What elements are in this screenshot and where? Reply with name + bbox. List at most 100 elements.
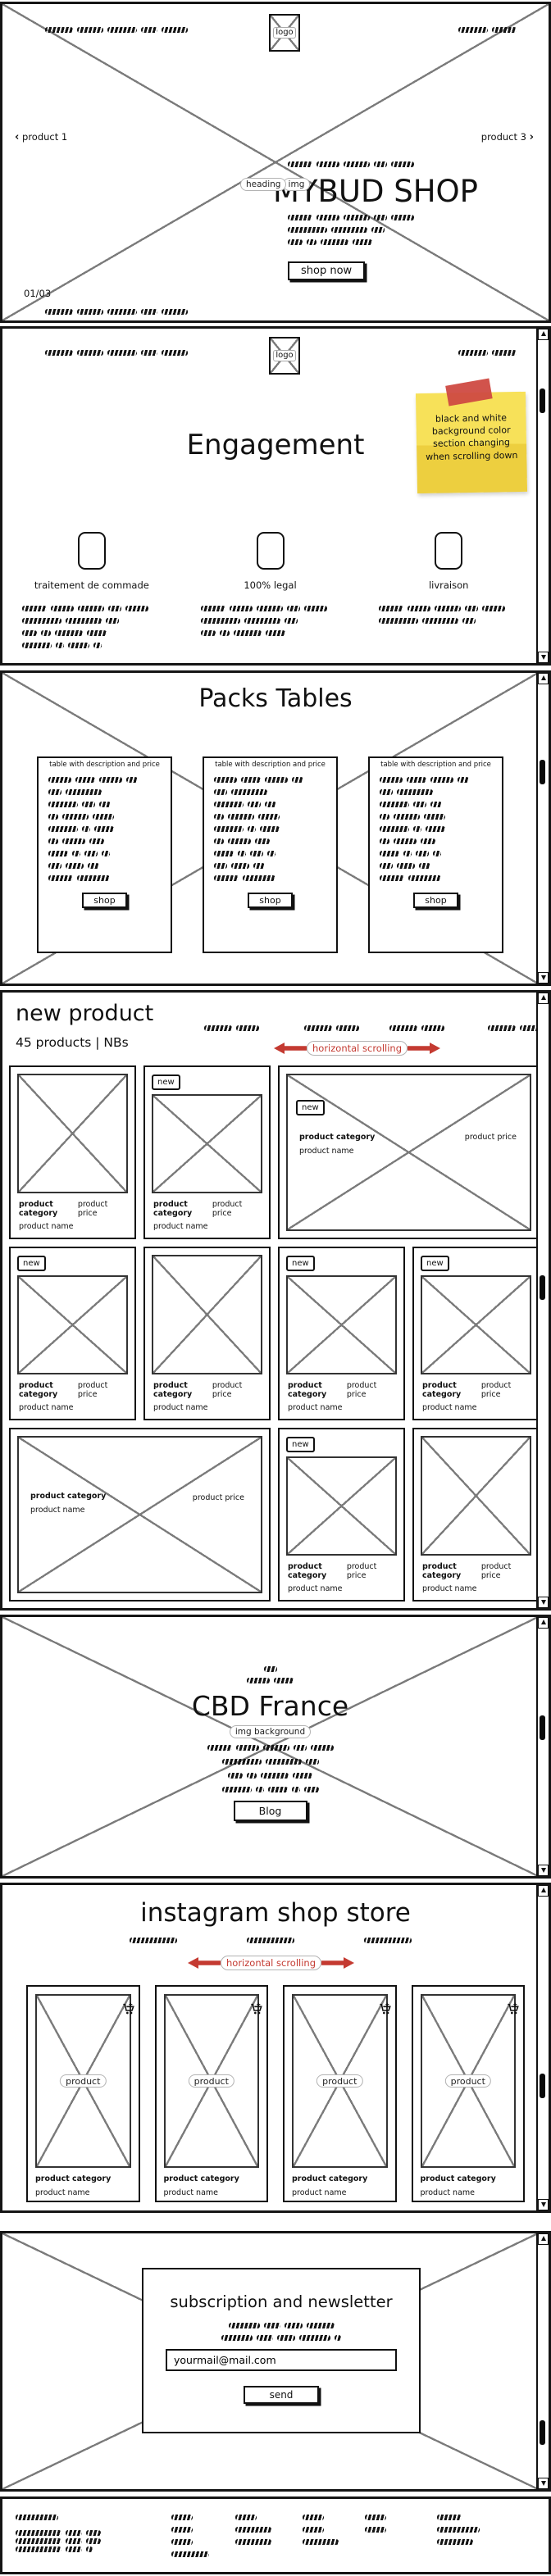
product-name: product name bbox=[19, 1222, 74, 1231]
hero-image-placeholder bbox=[2, 4, 549, 320]
hero-body-scribble bbox=[288, 215, 493, 245]
product-category: product category bbox=[288, 1381, 327, 1399]
instagram-card[interactable]: product product category product name bbox=[411, 1985, 525, 2202]
shop-now-button[interactable]: shop now bbox=[288, 261, 366, 280]
scrollbar-thumb[interactable] bbox=[540, 1275, 545, 1301]
scroll-up-icon[interactable] bbox=[538, 2233, 549, 2245]
product-name: product name bbox=[420, 2188, 476, 2197]
scroll-up-icon[interactable] bbox=[538, 1885, 549, 1897]
instagram-grid: product product category product name pr… bbox=[26, 1985, 525, 2202]
product-category: product category bbox=[288, 1562, 327, 1580]
scroll-down-icon[interactable] bbox=[538, 1865, 549, 1876]
footer-links-column[interactable] bbox=[171, 2515, 221, 2572]
shop-button[interactable]: shop bbox=[248, 893, 293, 908]
pack-table-label: table with description and price bbox=[380, 761, 491, 769]
nav-links-scribble[interactable] bbox=[45, 27, 188, 33]
scroll-up-icon[interactable] bbox=[538, 329, 549, 340]
category-filter-scribble[interactable] bbox=[488, 1025, 543, 1031]
footer-links-column[interactable] bbox=[437, 2515, 486, 2572]
product-card-wide[interactable]: product category product name product pr… bbox=[9, 1428, 271, 1601]
logo-label: logo bbox=[273, 27, 296, 39]
blog-button[interactable]: Blog bbox=[233, 1801, 307, 1821]
nav-utility-scribble[interactable] bbox=[458, 350, 517, 356]
product-name: product name bbox=[422, 1403, 477, 1412]
shop-button[interactable]: shop bbox=[413, 893, 458, 908]
feature-label: 100% legal bbox=[244, 579, 297, 591]
scroll-up-icon[interactable] bbox=[538, 1617, 549, 1629]
scrollbar-thumb[interactable] bbox=[540, 2074, 545, 2099]
new-badge: new bbox=[286, 1437, 315, 1452]
new-badge: new bbox=[296, 1100, 325, 1115]
scrollbar[interactable] bbox=[536, 2233, 549, 2489]
product-category: product category bbox=[35, 2174, 112, 2183]
scrollbar-thumb[interactable] bbox=[540, 1715, 545, 1741]
category-filter-scribble[interactable] bbox=[304, 1025, 359, 1031]
scroll-down-icon[interactable] bbox=[538, 972, 549, 984]
product-category: product category bbox=[30, 1492, 107, 1501]
logo[interactable]: logo bbox=[269, 337, 300, 375]
instagram-card[interactable]: product product category product name bbox=[26, 1985, 140, 2202]
cart-icon[interactable] bbox=[507, 2002, 520, 2015]
scroll-up-icon[interactable] bbox=[538, 673, 549, 684]
product-category: product category bbox=[422, 1562, 462, 1580]
product-category: product category bbox=[19, 1200, 58, 1218]
product-image bbox=[286, 1275, 397, 1374]
footer-brand-column bbox=[16, 2515, 139, 2572]
send-button[interactable]: send bbox=[244, 2386, 319, 2404]
cart-icon[interactable] bbox=[379, 2002, 392, 2015]
scrollbar-thumb[interactable] bbox=[540, 388, 545, 414]
scrollbar[interactable] bbox=[536, 329, 549, 663]
cart-icon[interactable] bbox=[250, 2002, 263, 2015]
nav-links-scribble[interactable] bbox=[45, 350, 188, 356]
carousel-prev-label: product 1 bbox=[22, 131, 68, 143]
instagram-card[interactable]: product product category product name bbox=[154, 1985, 268, 2202]
scrollbar[interactable] bbox=[536, 1885, 549, 2210]
feature-icon bbox=[256, 532, 285, 570]
scrollbar[interactable] bbox=[536, 993, 549, 1608]
shop-button[interactable]: shop bbox=[82, 893, 127, 908]
carousel-prev[interactable]: ‹ product 1 bbox=[15, 131, 67, 143]
new-badge: new bbox=[421, 1256, 449, 1271]
scroll-up-icon[interactable] bbox=[538, 993, 549, 1004]
scroll-down-icon[interactable] bbox=[538, 1597, 549, 1608]
scroll-down-icon[interactable] bbox=[538, 652, 549, 663]
cart-icon[interactable] bbox=[122, 2002, 135, 2015]
scroll-down-icon[interactable] bbox=[538, 2478, 549, 2489]
product-price: product price bbox=[480, 1381, 512, 1399]
category-filter-scribble[interactable] bbox=[204, 1025, 259, 1031]
instagram-image: product bbox=[35, 1994, 134, 2168]
category-filter-scribble[interactable] bbox=[389, 1025, 444, 1031]
carousel-next[interactable]: product 3 › bbox=[481, 131, 534, 143]
horizontal-scrolling-hint: horizontal scrolling bbox=[274, 1041, 441, 1056]
feature-columns: traitement de commade 100% legal livrais… bbox=[2, 532, 538, 655]
footer-links-column[interactable] bbox=[235, 2515, 285, 2572]
scrollbar-thumb[interactable] bbox=[540, 2419, 545, 2445]
chevron-left-icon: ‹ bbox=[15, 131, 20, 143]
product-category: product category bbox=[19, 1381, 58, 1399]
pack-table: table with description and price shop bbox=[37, 756, 172, 953]
email-input[interactable] bbox=[166, 2349, 397, 2371]
scrollbar[interactable] bbox=[536, 673, 549, 984]
product-card-wide[interactable]: new product category product name produc… bbox=[278, 1065, 540, 1239]
footer-address-scribble bbox=[16, 2530, 139, 2552]
instagram-card[interactable]: product product category product name bbox=[283, 1985, 397, 2202]
footer-links-column[interactable] bbox=[303, 2515, 350, 2572]
scrollbar-thumb[interactable] bbox=[540, 760, 545, 785]
nav-utility-scribble[interactable] bbox=[458, 27, 517, 33]
logo[interactable]: logo bbox=[269, 14, 300, 52]
footer-links-column[interactable] bbox=[365, 2515, 406, 2572]
hero-footer-scribble bbox=[45, 309, 188, 315]
filter-words-scribble[interactable] bbox=[2, 1938, 538, 1943]
product-name: product name bbox=[288, 1403, 343, 1412]
scroll-down-icon[interactable] bbox=[538, 2199, 549, 2210]
sticky-note: black and white background color section… bbox=[415, 378, 528, 494]
scrollbar[interactable] bbox=[536, 1617, 549, 1876]
